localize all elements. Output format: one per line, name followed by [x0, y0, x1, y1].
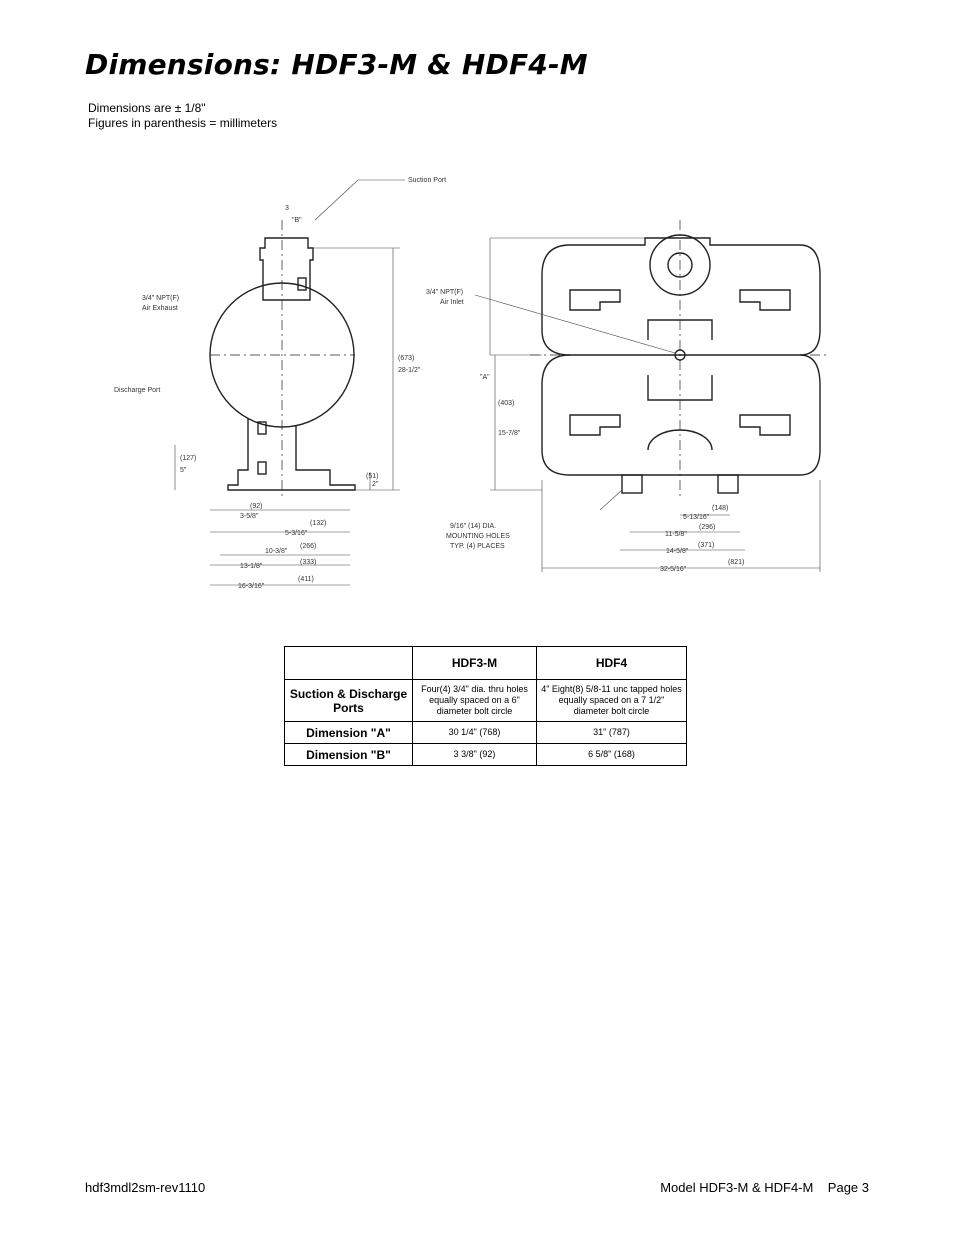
side-view-labels: Suction Port 3 "B" 3/4" NPT(F) Air Exhau… — [114, 177, 446, 590]
mounting-holes-label-3: TYP. (4) PLACES — [450, 543, 505, 550]
d-28-label: 28-1/2" — [398, 367, 421, 374]
d-2-mm-label: (51) — [366, 473, 378, 480]
hdf4-value: 4" Eight(8) 5/8-11 unc tapped holes equa… — [536, 679, 687, 722]
table-row: Dimension "B" 3 3/8" (92) 6 5/8" (168) — [284, 743, 687, 766]
hdf3-value: 30 1/4" (768) — [412, 721, 537, 744]
hdf3-value: 3 3/8" (92) — [412, 743, 537, 766]
table-row: Suction & Discharge Ports Four(4) 3/4" d… — [284, 679, 687, 722]
hdf4-value: 6 5/8" (168) — [536, 743, 687, 766]
row-label: Dimension "B" — [284, 743, 413, 766]
hdf4-value: 31" (787) — [536, 721, 687, 744]
d-14-5-8-label: 14-5/8" — [666, 548, 689, 555]
d-5-3-16-label: 5-3/16" — [285, 530, 308, 537]
table-header-hdf3: HDF3-M — [412, 646, 537, 680]
page-footer: Model HDF3-M & HDF4-M Page 3 — [660, 1180, 869, 1195]
dimension-notes: Dimensions are ± 1/8" Figures in parenth… — [88, 101, 277, 131]
discharge-port-label: Discharge Port — [114, 387, 160, 394]
d-5-13-16-label: 5-13/16" — [683, 514, 710, 521]
row-label: Dimension "A" — [284, 721, 413, 744]
d-5-3-16-mm-label: (132) — [310, 520, 326, 527]
front-view-dimension-lines — [474, 237, 821, 572]
air-inlet-label-1: 3/4" NPT(F) — [426, 289, 463, 296]
dimension-table: HDF3-M HDF4 Suction & Discharge Ports Fo… — [284, 646, 687, 766]
d-2-label: 2" — [372, 481, 379, 488]
d-16-3-16-label: 16-3/16" — [238, 583, 265, 590]
d-15-7-8-label: 15-7/8" — [498, 430, 521, 437]
mounting-holes-label-2: MOUNTING HOLES — [446, 533, 510, 540]
d-32-5-16-mm-label: (821) — [728, 559, 744, 566]
d-16-3-16-mm-label: (411) — [298, 576, 314, 583]
d-13-1-8-label: 13-1/8" — [240, 563, 263, 570]
dimension-drawing: Suction Port 3 "B" 3/4" NPT(F) Air Exhau… — [114, 177, 830, 590]
side-view — [209, 220, 356, 500]
side-view-dimension-lines — [174, 179, 405, 586]
d-11-5-8-label: 11-5/8" — [665, 531, 687, 538]
page-title: Dimensions: HDF3-M & HDF4-M — [85, 48, 588, 81]
d-15-7-8-mm-label: (403) — [498, 400, 514, 407]
air-inlet-label-2: Air Inlet — [440, 299, 464, 306]
d-5-13-16-mm-label: (148) — [712, 505, 728, 512]
three-label: 3 — [285, 205, 289, 212]
suction-port-label: Suction Port — [408, 177, 446, 184]
hdf3-value: Four(4) 3/4" dia. thru holes equally spa… — [412, 679, 537, 722]
d-3-5-8-mm-label: (92) — [250, 503, 262, 510]
air-exhaust-label-2: Air Exhaust — [142, 305, 178, 312]
d-5-label: 5" — [180, 467, 187, 474]
front-view — [530, 220, 830, 500]
d-10-3-8-mm-label: (266) — [300, 543, 316, 550]
air-exhaust-label-1: 3/4" NPT(F) — [142, 295, 179, 302]
d-13-1-8-mm-label: (333) — [300, 559, 316, 566]
d-14-5-8-mm-label: (371) — [698, 542, 714, 549]
d-11-5-8-mm-label: (296) — [699, 524, 715, 531]
mounting-holes-label-1: 9/16" (14) DIA. — [450, 523, 496, 530]
front-view-labels: 3/4" NPT(F) Air Inlet "A" 15-7/8" (403) … — [426, 289, 744, 573]
tolerance-note: Dimensions are ± 1/8" — [88, 101, 206, 115]
b-label: "B" — [292, 217, 302, 224]
a-label: "A" — [480, 374, 490, 381]
d-28-mm-label: (673) — [398, 355, 414, 362]
units-note: Figures in parenthesis = millimeters — [88, 116, 278, 130]
table-header-blank — [284, 646, 413, 680]
table-header-row: HDF3-M HDF4 — [284, 646, 687, 680]
document-code: hdf3mdl2sm-rev1110 — [85, 1180, 206, 1195]
d-32-5-16-label: 32-5/16" — [660, 566, 687, 573]
d-3-5-8-label: 3-5/8" — [240, 513, 259, 520]
table-row: Dimension "A" 30 1/4" (768) 31" (787) — [284, 721, 687, 744]
d-5-mm-label: (127) — [180, 455, 196, 462]
d-10-3-8-label: 10-3/8" — [265, 548, 288, 555]
table-header-hdf4: HDF4 — [536, 646, 687, 680]
row-label: Suction & Discharge Ports — [284, 679, 413, 722]
